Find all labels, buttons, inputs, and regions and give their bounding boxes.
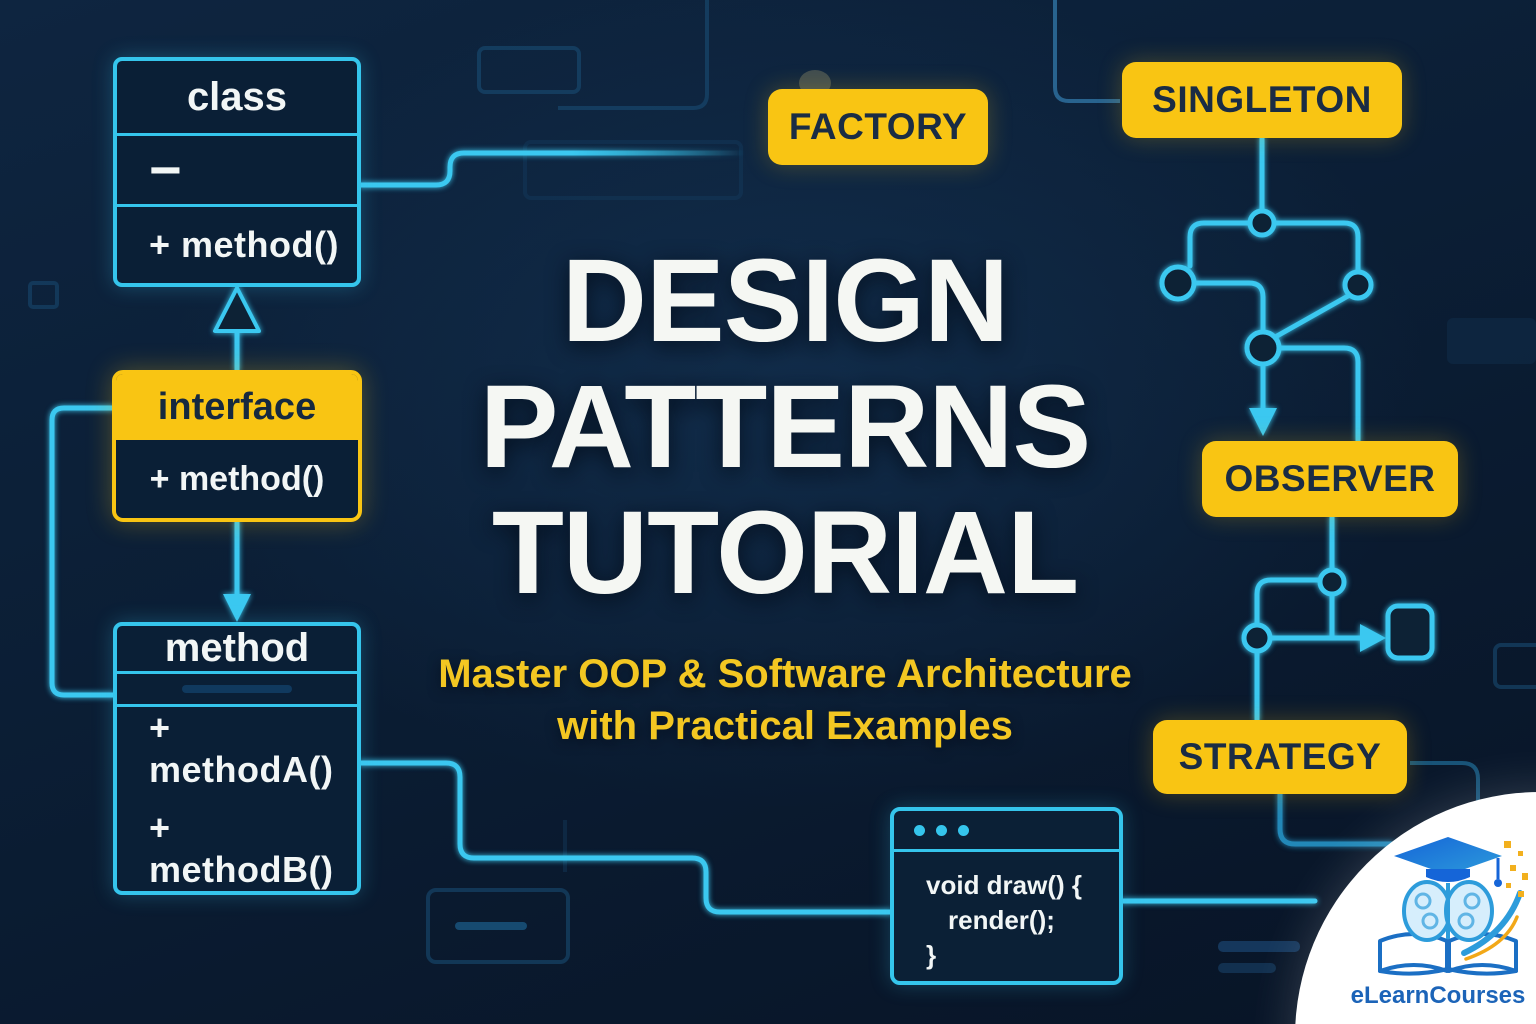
brand-logo-icon (1378, 837, 1528, 976)
pixel-dots (1504, 841, 1528, 897)
window-dot-icon (958, 824, 969, 836)
main-title: DESIGN PATTERNS TUTORIAL (430, 238, 1140, 616)
brand-name: eLearnCourses (1350, 982, 1526, 1009)
method-box-method-a: + methodA() (149, 707, 334, 790)
subtitle: Master OOP & Software Architecture with … (420, 648, 1150, 752)
swoosh-icon (1461, 890, 1523, 956)
method-box-method-b: + methodB() (149, 807, 334, 890)
terminal-node (1385, 603, 1435, 661)
book-icon (1378, 932, 1518, 976)
title-line-3: TUTORIAL (491, 487, 1079, 619)
method-box-title: method (164, 626, 310, 670)
badge-factory: FACTORY (768, 89, 988, 165)
interface-box-method: + method() (149, 459, 325, 498)
inheritance-arrow-icon (213, 286, 261, 373)
window-dot-icon (936, 824, 947, 836)
interface-box-title: interface (116, 374, 358, 440)
observer-flowchart (1241, 514, 1435, 723)
code-line-2: render(); (948, 905, 1055, 935)
flow-arrow-right-icon (1360, 624, 1386, 652)
uml-class-box: class − + method() (113, 57, 361, 287)
singleton-flowchart (1159, 135, 1374, 444)
strategy-tail-line (1277, 790, 1395, 847)
title-line-2: PATTERNS (479, 361, 1091, 493)
class-box-method: + method() (149, 224, 339, 265)
interface-method-loop-line (49, 405, 116, 698)
badge-strategy: STRATEGY (1153, 720, 1407, 794)
badge-observer: OBSERVER (1202, 441, 1458, 517)
title-line-1: DESIGN (561, 235, 1009, 367)
brain-icon (1402, 880, 1494, 942)
uml-interface-box: interface + method() (112, 370, 362, 522)
subtitle-line-1: Master OOP & Software Architecture (438, 652, 1132, 696)
empty-field-dash (182, 685, 292, 693)
code-line-3: } (926, 940, 937, 970)
graduation-cap-icon (1394, 837, 1502, 887)
flow-arrow-down-icon (223, 519, 251, 622)
arrow-to-observer-icon (1249, 408, 1277, 436)
class-box-title: class (186, 74, 288, 119)
method-code-line (358, 760, 893, 915)
subtitle-line-2: with Practical Examples (557, 704, 1013, 748)
window-control-dots (894, 811, 1119, 852)
uml-method-box: method + methodA() + methodB() (113, 622, 361, 895)
badge-singleton: SINGLETON (1122, 62, 1402, 138)
class-connector-line (358, 150, 748, 188)
code-window: void draw() { render(); } (890, 807, 1123, 985)
code-line-1: void draw() { (926, 870, 1083, 900)
window-dot-icon (914, 824, 925, 836)
